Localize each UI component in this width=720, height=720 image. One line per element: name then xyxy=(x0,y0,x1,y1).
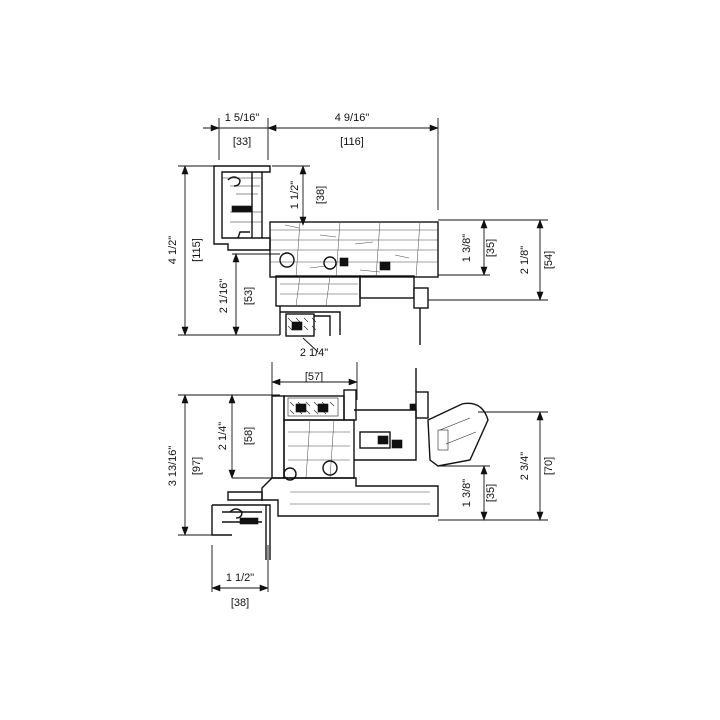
dim-head-height-in: 1 1/2" xyxy=(289,181,301,209)
dim-mid-height-in: 2 1/16" xyxy=(218,279,230,314)
dim-bottom-right-large-mm: [70] xyxy=(543,457,555,475)
dim-top-left-in: 1 5/16" xyxy=(225,112,260,124)
dim-bottom-overall-in: 3 13/16" xyxy=(167,446,179,487)
dim-head-bottom-label: 2 1/4" xyxy=(300,347,328,359)
dim-bottom-overall-mm: [97] xyxy=(191,457,203,475)
dim-right-small-in: 1 3/8" xyxy=(461,234,473,262)
head-section xyxy=(178,118,548,353)
dim-right-small-mm: [35] xyxy=(485,239,497,257)
dim-bottom-top-mm: [57] xyxy=(305,371,323,383)
dim-right-large-in: 2 1/8" xyxy=(519,246,531,274)
dim-top-main-in: 4 9/16" xyxy=(335,112,370,124)
dim-bottom-width-in: 1 1/2" xyxy=(226,572,254,584)
dim-bottom-mid-mm: [58] xyxy=(243,427,255,445)
dim-bottom-right-small-mm: [35] xyxy=(485,484,497,502)
dim-right-large-mm: [54] xyxy=(543,251,555,269)
dim-bottom-right-small-in: 1 3/8" xyxy=(461,479,473,507)
dim-overall-height-in: 4 1/2" xyxy=(167,236,179,264)
dim-head-height-mm: [38] xyxy=(315,186,327,204)
dim-mid-height-mm: [53] xyxy=(243,287,255,305)
dim-bottom-right-large-in: 2 3/4" xyxy=(519,452,531,480)
dim-top-main-mm: [116] xyxy=(340,136,364,148)
dim-top-left-mm: [33] xyxy=(233,136,251,148)
dim-bottom-width-mm: [38] xyxy=(231,597,249,609)
sill-section xyxy=(178,362,548,592)
dim-bottom-mid-in: 2 1/4" xyxy=(217,422,229,450)
dim-overall-height-mm: [115] xyxy=(191,238,203,262)
